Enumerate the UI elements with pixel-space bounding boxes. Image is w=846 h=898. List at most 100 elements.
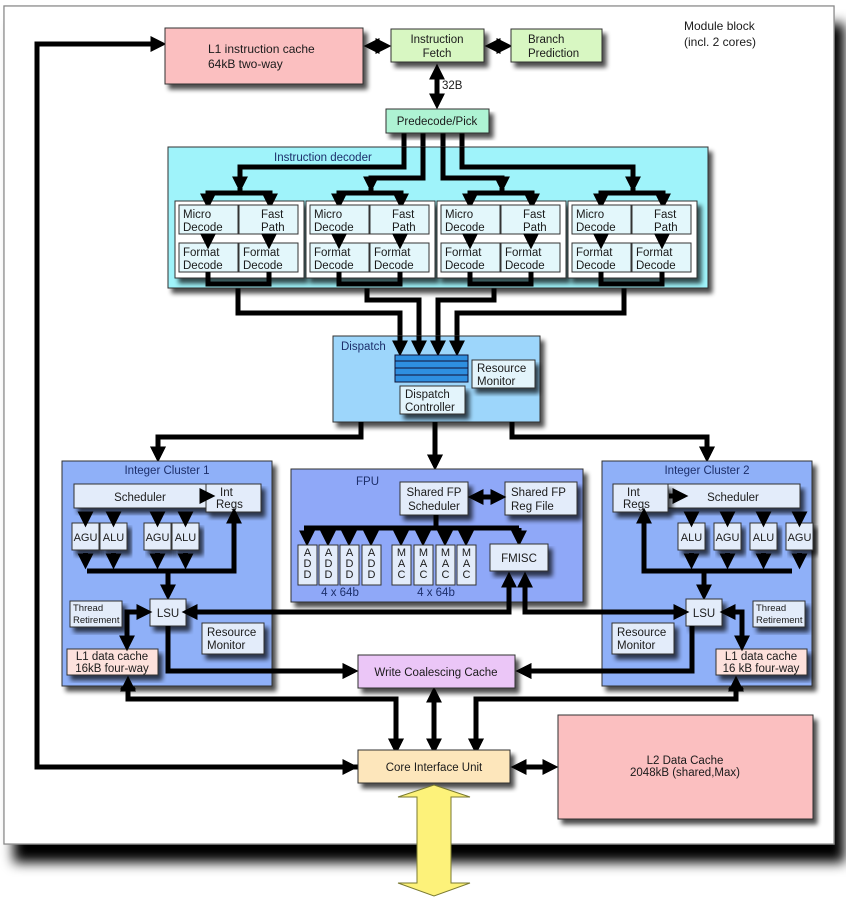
fpu-mac-unit[interactable]: MAC	[413, 544, 434, 586]
svg-text:2048kB (shared,Max): 2048kB (shared,Max)	[630, 767, 740, 779]
dispatch-resource-monitor[interactable]: Resource Monitor	[471, 359, 536, 389]
svg-text:Fast: Fast	[261, 209, 284, 221]
fpu-add-unit[interactable]: ADD	[297, 544, 318, 586]
fpu-mac-caption: 4 x 64b	[417, 587, 455, 599]
svg-text:Path: Path	[261, 222, 285, 234]
module-subtitle: (incl. 2 cores)	[684, 35, 756, 49]
fpu-add-caption: 4 x 64b	[321, 587, 359, 599]
svg-text:D: D	[325, 569, 333, 581]
svg-text:AGU: AGU	[146, 532, 170, 544]
fpu-add-unit[interactable]: ADD	[318, 544, 339, 586]
svg-text:Decode: Decode	[505, 260, 545, 272]
decoder-title: Instruction decoder	[274, 152, 372, 164]
svg-text:Monitor: Monitor	[477, 376, 516, 388]
svg-text:D: D	[304, 558, 312, 570]
svg-text:D: D	[346, 569, 354, 581]
fpu-mac-unit[interactable]: MAC	[456, 544, 477, 586]
svg-text:Predecode/Pick: Predecode/Pick	[397, 116, 478, 128]
cluster2-unit-agu[interactable]: AGU	[785, 522, 814, 551]
core-interface-unit[interactable]: Core Interface Unit	[357, 749, 511, 784]
cluster1-unit-agu[interactable]: AGU	[71, 522, 100, 551]
cluster1-unit-agu[interactable]: AGU	[143, 522, 172, 551]
svg-text:D: D	[325, 558, 333, 570]
cluster1-scheduler[interactable]: Scheduler	[73, 483, 208, 509]
cluster2-scheduler[interactable]: Scheduler	[666, 483, 801, 509]
cluster2-unit-agu[interactable]: AGU	[713, 522, 742, 551]
svg-text:Monitor: Monitor	[207, 640, 246, 652]
cluster2-unit-alu[interactable]: ALU	[749, 522, 778, 551]
dispatch-queue	[394, 354, 469, 383]
svg-text:Micro: Micro	[445, 209, 473, 221]
svg-text:Decode: Decode	[314, 260, 354, 272]
l1-icache-size: 64kB two-way	[208, 57, 283, 71]
l1-instruction-cache[interactable]: L1 instruction cache 64kB two-way	[164, 27, 364, 85]
svg-text:A: A	[368, 547, 376, 559]
svg-text:Decode: Decode	[183, 222, 223, 234]
cluster2-lsu[interactable]: LSU	[685, 598, 723, 627]
svg-text:LSU: LSU	[157, 608, 179, 620]
svg-text:Format: Format	[505, 247, 542, 259]
branch-prediction[interactable]: Branch Prediction	[510, 28, 603, 63]
svg-text:Shared FP: Shared FP	[407, 487, 462, 499]
cluster2-title: Integer Cluster 2	[664, 465, 749, 477]
svg-text:AGU: AGU	[74, 532, 98, 544]
fpu-shared-scheduler[interactable]: Shared FP Scheduler	[399, 481, 469, 516]
svg-text:16kB four-way: 16kB four-way	[75, 663, 149, 675]
instruction-fetch[interactable]: Instruction Fetch	[390, 28, 485, 63]
svg-text:Format: Format	[314, 247, 351, 259]
svg-text:Instruction: Instruction	[410, 34, 463, 46]
fpu-add-unit[interactable]: ADD	[361, 544, 382, 586]
svg-text:AGU: AGU	[788, 532, 812, 544]
svg-text:AGU: AGU	[716, 532, 740, 544]
fpu-add-unit[interactable]: ADD	[339, 544, 360, 586]
svg-text:D: D	[368, 558, 376, 570]
fpu-fmisc[interactable]: FMISC	[489, 543, 549, 572]
cluster1-lsu[interactable]: LSU	[149, 598, 187, 627]
predecode-pick[interactable]: Predecode/Pick	[385, 108, 490, 134]
svg-text:Scheduler: Scheduler	[408, 501, 460, 513]
svg-text:Format: Format	[636, 247, 673, 259]
cluster1-unit-alu[interactable]: ALU	[171, 522, 200, 551]
svg-text:Decode: Decode	[636, 260, 676, 272]
l2-data-cache[interactable]: L2 Data Cache 2048kB (shared,Max)	[557, 714, 814, 820]
svg-text:Fast: Fast	[654, 209, 677, 221]
cluster1-unit-alu[interactable]: ALU	[99, 522, 128, 551]
fpu-mac-unit[interactable]: MAC	[391, 544, 412, 586]
svg-text:Decode: Decode	[183, 260, 223, 272]
write-coalescing-cache[interactable]: Write Coalescing Cache	[357, 654, 516, 689]
dispatch-controller[interactable]: Dispatch Controller	[399, 385, 466, 415]
fpu-mac-unit[interactable]: MAC	[435, 544, 456, 586]
svg-text:Resource: Resource	[207, 627, 256, 639]
svg-text:Branch: Branch	[528, 34, 564, 46]
svg-text:16 kB four-way: 16 kB four-way	[723, 663, 800, 675]
svg-text:M: M	[441, 547, 450, 559]
svg-text:Int: Int	[627, 487, 641, 499]
cluster2-unit-alu[interactable]: ALU	[677, 522, 706, 551]
svg-text:A: A	[304, 547, 312, 559]
